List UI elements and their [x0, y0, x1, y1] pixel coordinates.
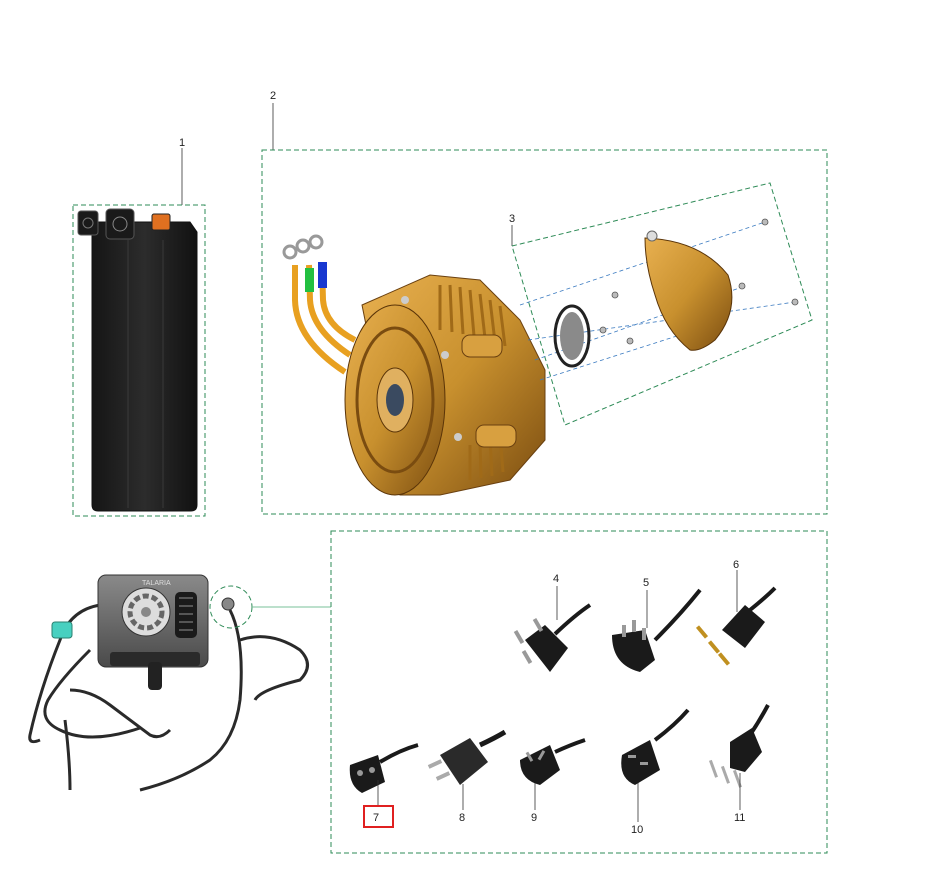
label-3: 3: [509, 213, 515, 225]
charger-icon: TALARIA: [97, 574, 209, 690]
label-7: 7: [373, 812, 379, 824]
charger-cable-icon: [28, 603, 309, 792]
plug-types-dashed-box: [330, 530, 828, 854]
plug-9-icon: [520, 738, 586, 785]
motor-icon: [344, 274, 546, 496]
label-2: 2: [270, 90, 276, 102]
plug-10-icon: [621, 708, 690, 785]
label-8: 8: [459, 812, 465, 824]
highlight-box-7: [363, 805, 394, 828]
battery-dashed-box: [72, 204, 206, 517]
battery-icon: [77, 208, 198, 512]
label-5: 5: [643, 577, 649, 589]
plug-6-icon: [695, 586, 777, 666]
cover-dashed-box: [511, 182, 813, 426]
motor-wires-icon: [282, 234, 357, 375]
label-4: 4: [553, 573, 559, 585]
charger-connector-icon: [51, 621, 73, 639]
plug-5-icon: [612, 588, 702, 672]
seal-ring-icon: [553, 304, 591, 368]
battery-orange-plug-icon: [151, 213, 171, 231]
screws-icon: [599, 218, 799, 345]
label-1: 1: [179, 137, 185, 149]
charger-group: TALARIA: [28, 574, 331, 792]
motor-dashed-box: [261, 149, 828, 515]
plug-7-icon: [349, 743, 419, 793]
plug-8-icon: [427, 729, 507, 785]
charger-plug-icon: [221, 597, 235, 611]
plug-4-icon: [513, 603, 592, 672]
battery-group: 1: [72, 137, 206, 517]
label-11: 11: [734, 812, 745, 824]
motor-group: 2: [261, 90, 828, 515]
charger-brand-text: TALARIA: [142, 580, 171, 587]
plug-11-icon: [708, 704, 770, 788]
label-9: 9: [531, 812, 537, 824]
label-6: 6: [733, 559, 739, 571]
cover-plate-icon: [644, 230, 733, 351]
plug-types-group: 4 5 6 7: [330, 530, 828, 854]
label-10: 10: [631, 824, 643, 836]
cover-group: 3: [509, 182, 813, 426]
